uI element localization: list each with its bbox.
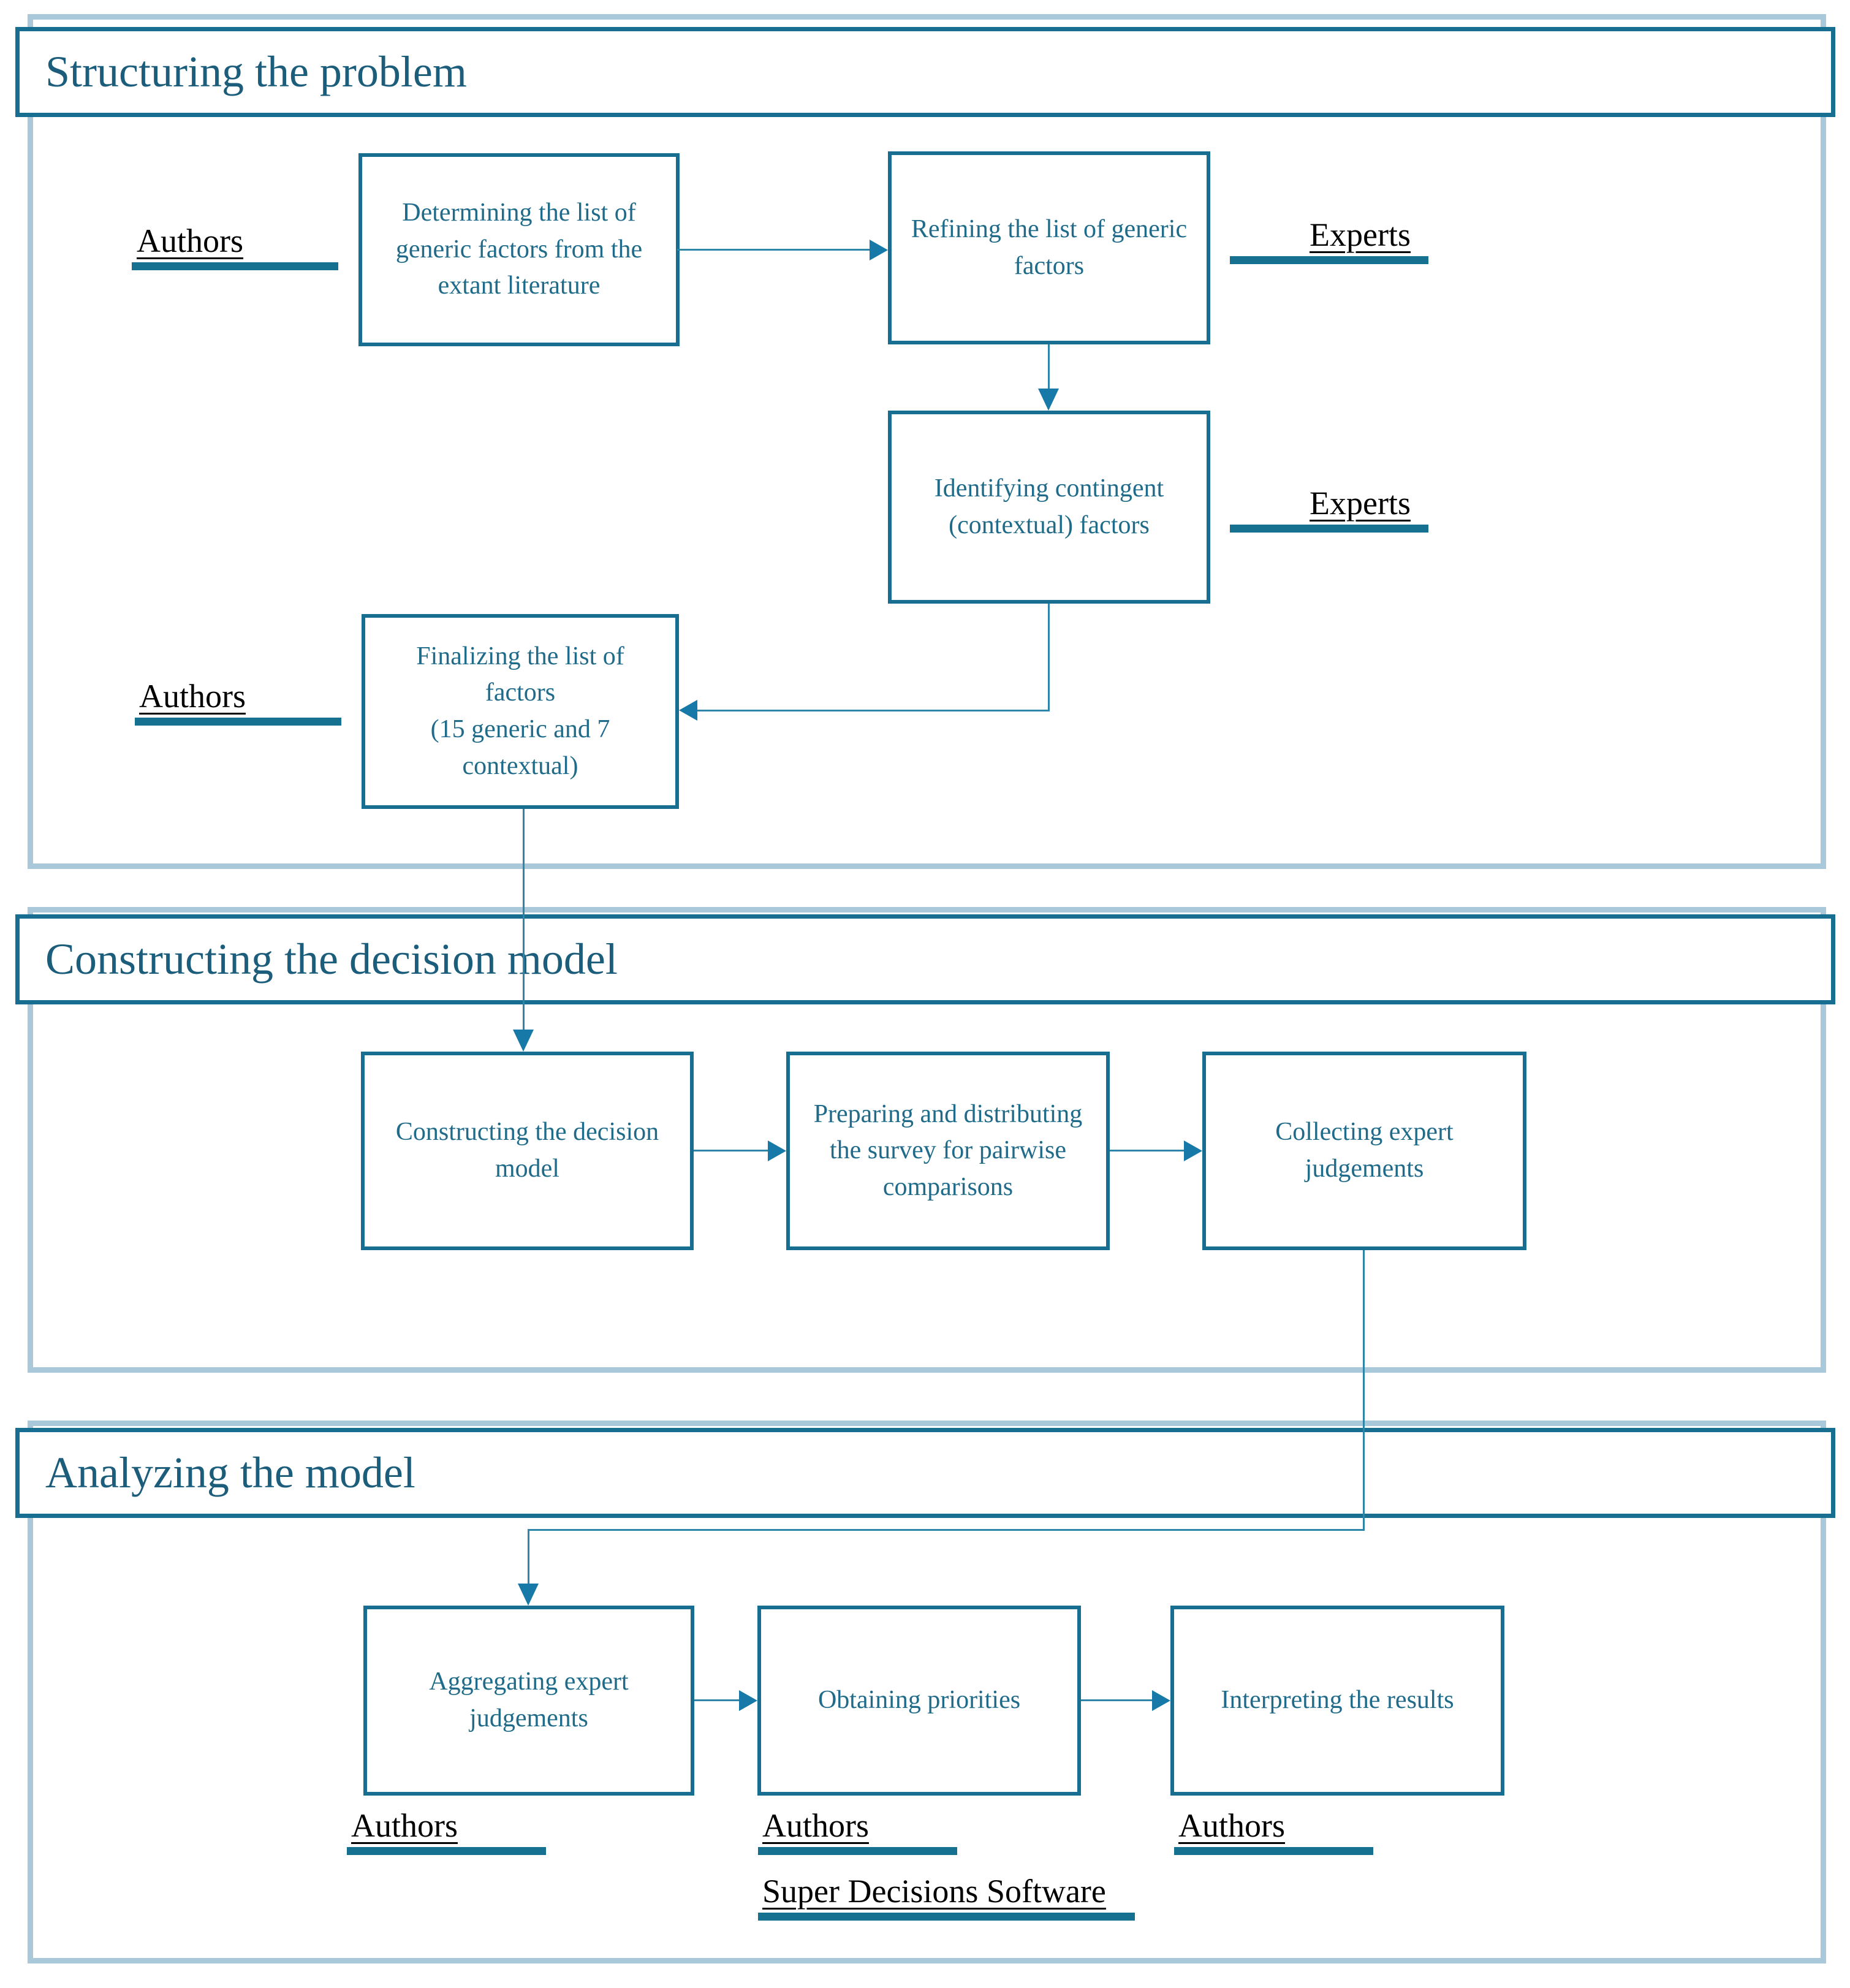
arrowhead-down-icon (513, 1030, 534, 1052)
label-underline-bar (132, 262, 338, 270)
authors-label: Authors (762, 1807, 869, 1844)
arrowhead-down-icon (1038, 389, 1059, 411)
process-box-collecting-judgements: Collecting expert judgements (1202, 1052, 1526, 1250)
connector-line (677, 249, 870, 251)
connector-line (1048, 344, 1050, 391)
arrowhead-right-icon (1152, 1690, 1170, 1711)
section-constructing-title: Constructing the decision model (45, 935, 618, 984)
connector-line (528, 1529, 1365, 1531)
experts-label: Experts (1310, 216, 1411, 253)
process-box-determining-generic-factors: Determining the list of generic factors … (358, 153, 680, 346)
section-constructing-outline (28, 907, 1826, 1373)
super-decisions-software-label: Super Decisions Software (762, 1873, 1106, 1910)
authors-label: Authors (1178, 1807, 1285, 1844)
label-underline-bar (1174, 1847, 1373, 1855)
arrowhead-down-icon (518, 1584, 539, 1606)
process-box-finalizing-factors: Finalizing the list of factors (15 gener… (362, 614, 679, 809)
arrowhead-right-icon (1184, 1140, 1202, 1161)
section-analyzing-header: Analyzing the model (15, 1428, 1835, 1518)
connector-line (1363, 1250, 1365, 1531)
connector-line (1081, 1699, 1153, 1701)
process-box-constructing-model: Constructing the decision model (361, 1052, 694, 1250)
section-structuring-header: Structuring the problem (15, 27, 1835, 117)
label-underline-bar (1230, 525, 1428, 533)
connector-line (528, 1529, 529, 1585)
connector-line (694, 1150, 769, 1151)
connector-line (1110, 1150, 1186, 1151)
section-structuring-title: Structuring the problem (45, 47, 467, 96)
experts-label: Experts (1310, 485, 1411, 522)
process-box-interpreting-results: Interpreting the results (1170, 1606, 1504, 1796)
arrowhead-right-icon (768, 1140, 786, 1161)
connector-line (694, 1699, 740, 1701)
process-box-refining-generic-factors: Refining the list of generic factors (888, 151, 1210, 344)
connector-line (1048, 604, 1050, 711)
section-constructing-header: Constructing the decision model (15, 914, 1835, 1004)
authors-label: Authors (139, 678, 246, 715)
connector-line (697, 710, 1050, 711)
process-box-aggregating-judgements: Aggregating expert judgements (363, 1606, 694, 1796)
section-analyzing-title: Analyzing the model (45, 1448, 415, 1497)
arrowhead-right-icon (870, 240, 888, 260)
arrowhead-right-icon (739, 1690, 757, 1711)
label-underline-bar (758, 1847, 957, 1855)
section-structuring-outline (28, 14, 1826, 869)
connector-line (523, 809, 525, 1031)
label-underline-bar (758, 1913, 1135, 1921)
label-underline-bar (1230, 256, 1428, 264)
label-underline-bar (347, 1847, 546, 1855)
process-box-identifying-contingent-factors: Identifying contingent (contextual) fact… (888, 411, 1210, 604)
authors-label: Authors (137, 222, 243, 259)
process-box-preparing-survey: Preparing and distributing the survey fo… (786, 1052, 1110, 1250)
section-analyzing-outline (28, 1421, 1826, 1963)
authors-label: Authors (351, 1807, 458, 1844)
process-box-obtaining-priorities: Obtaining priorities (757, 1606, 1081, 1796)
arrowhead-left-icon (679, 700, 697, 721)
label-underline-bar (135, 718, 341, 726)
